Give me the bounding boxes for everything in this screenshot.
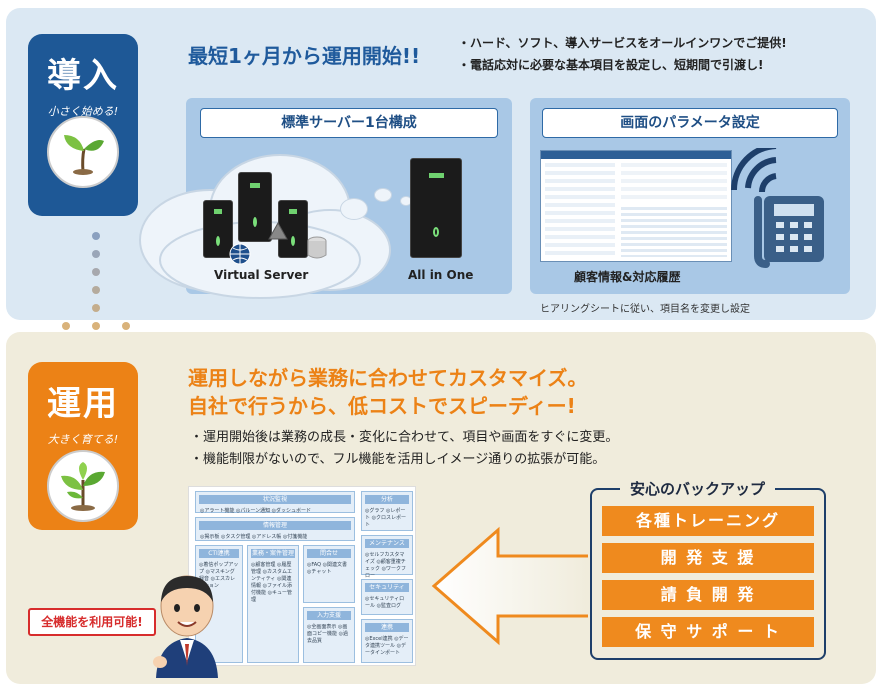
function-group: 入力支援◎全画面表示 ◎画面コピー機能 ◎過去品質: [303, 607, 355, 663]
intro-bullet: ・電話応対に必要な基本項目を設定し、短期間で引渡し!: [458, 58, 764, 72]
intro-note: ヒアリングシートに従い、項目名を変更し設定: [540, 304, 750, 315]
intro-headline: 最短1ヶ月から運用開始!!: [188, 44, 421, 68]
screen-mockup: [540, 150, 732, 262]
function-group: 情報管理◎掲示板 ◎タスク管理 ◎アドレス帳 ◎付箋機能: [195, 517, 355, 541]
left-arrow-icon: [431, 526, 588, 646]
globe-icon: [229, 243, 251, 265]
service-training: 各種トレーニング: [602, 506, 814, 536]
intro-badge: 導入 小さく始める!: [28, 34, 138, 216]
function-group: 連携◎Excel連携 ◎データ連携ツール ◎データインポート: [361, 619, 413, 663]
cloud-bubble-medium: [374, 188, 392, 202]
intro-badge-title: 導入: [47, 56, 119, 96]
virtual-server-label: Virtual Server: [214, 268, 309, 282]
operation-bullet: ・運用開始後は業務の成長・変化に合わせて、項目や画面をすぐに変更。: [190, 430, 619, 445]
full-function-callout-text: 全機能を利用可能!: [41, 615, 143, 629]
intro-bullet: ・ハード、ソフト、導入サービスをオールインワンでご提供!: [458, 36, 787, 50]
operation-badge: 運用 大きく育てる!: [28, 362, 138, 530]
intro-badge-subtitle: 小さく始める!: [47, 105, 119, 118]
function-group: 状況監視◎アラート機能 ◎パルーン通知 ◎ダッシュボード: [195, 491, 355, 514]
operation-headline-line2: 自社で行うから、低コストでスピーディー!: [188, 394, 576, 418]
virtual-server-icon: [203, 200, 233, 258]
server-config-title: 標準サーバー1台構成: [200, 108, 498, 138]
cloud-bubble-large: [340, 198, 368, 220]
service-development-support: 開 発 支 援: [602, 543, 814, 573]
virtual-server-icon: [278, 200, 308, 258]
function-group: 業務・案件管理◎顧客管理 ◎履歴管理 ◎カスタムエンティティ ◎関連情報 ◎ファ…: [247, 545, 299, 663]
operation-badge-subtitle: 大きく育てる!: [47, 433, 119, 446]
function-group: メンテナンス◎セルフカスタマイズ ◎顧客重複チェック ◎ワークフロー: [361, 535, 413, 579]
virtual-server-icon: [238, 172, 272, 242]
function-group: 分析◎グラフ ◎レポート ◎クロスレポート: [361, 491, 413, 531]
function-map: 状況監視◎アラート機能 ◎パルーン通知 ◎ダッシュボード 情報管理◎掲示板 ◎タ…: [188, 486, 416, 666]
seedling-icon: [47, 116, 119, 188]
function-group: セキュリティ◎セキュリティロール ◎監査ログ: [361, 579, 413, 615]
function-group: 問合せ◎FAQ ◎関連文書 ◎チャット: [303, 545, 355, 603]
full-function-callout: 全機能を利用可能!: [28, 608, 156, 636]
mascot-businessman-icon: [153, 575, 218, 678]
service-maintenance-support: 保 守 サ ポ ー ト: [602, 617, 814, 647]
customer-info-label: 顧客情報&対応履歴: [574, 270, 681, 284]
backup-title: 安心のバックアップ: [620, 478, 776, 499]
service-contract-development: 請 負 開 発: [602, 580, 814, 610]
all-in-one-label: All in One: [408, 268, 474, 282]
phone-icon: [730, 148, 824, 268]
database-icon: [307, 236, 327, 259]
screen-param-title: 画面のパラメータ設定: [542, 108, 838, 138]
operation-headline-line1: 運用しながら業務に合わせてカスタマイズ。: [188, 366, 588, 390]
sapling-icon: [47, 450, 119, 522]
all-in-one-server-icon: [410, 158, 462, 258]
triangle-icon: [268, 222, 288, 240]
operation-bullet: ・機能制限がないので、フル機能を活用しイメージ通りの拡張が可能。: [190, 452, 606, 467]
operation-badge-title: 運用: [47, 384, 119, 424]
